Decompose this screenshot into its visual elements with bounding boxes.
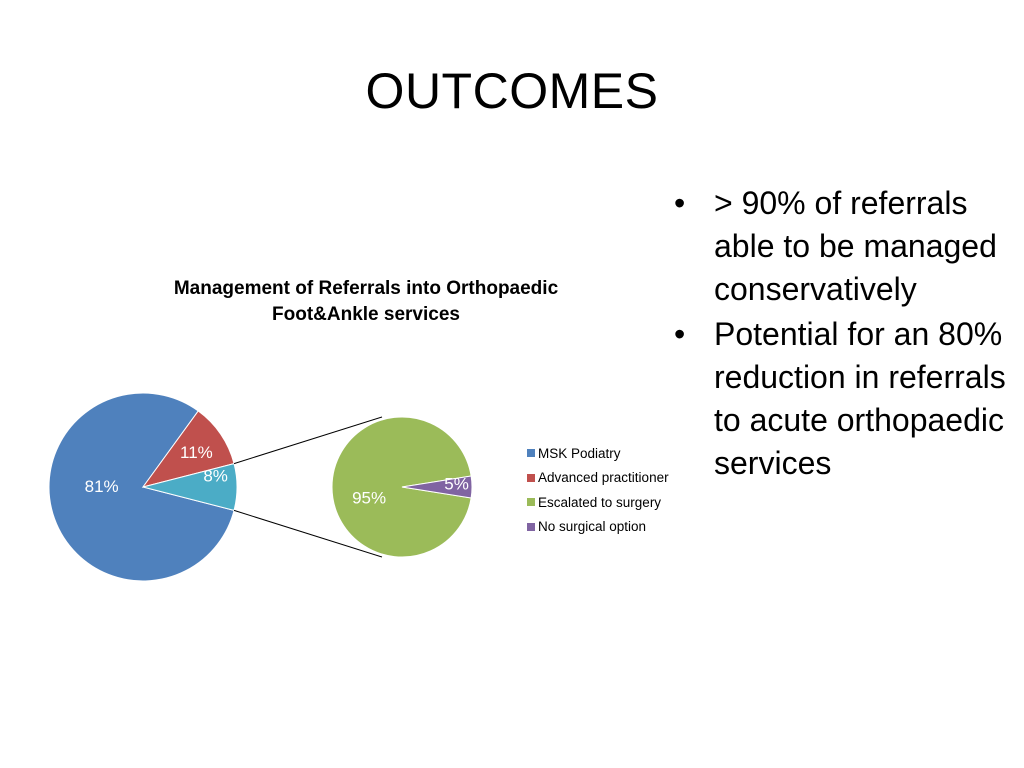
legend-swatch [527, 498, 535, 507]
bullet-item: • Potential for an 80% reduction in refe… [668, 313, 1018, 485]
legend-label: Advanced practitioner [538, 470, 669, 486]
legend-swatch [527, 522, 535, 531]
legend-item: Advanced practitioner [527, 466, 669, 491]
slide-title: OUTCOMES [365, 63, 659, 119]
bullet-icon: • [674, 185, 686, 221]
legend-label: Escalated to surgery [538, 494, 662, 510]
connector-line [233, 416, 383, 465]
legend-label: No surgical option [538, 519, 647, 535]
connector-line [233, 509, 383, 558]
data-label: 95% [352, 488, 386, 507]
bullet-text: Potential for an 80% reduction in referr… [714, 316, 1006, 481]
legend-item: No surgical option [527, 515, 669, 540]
data-label: 8% [203, 466, 228, 485]
chart-legend: MSK Podiatry Advanced practitioner Escal… [527, 441, 669, 539]
pie-slice [48, 392, 235, 582]
legend-item: MSK Podiatry [527, 441, 669, 466]
pie-slice [141, 410, 235, 488]
chart-title: Management of Referrals into Orthopaedic… [173, 278, 559, 325]
data-label: 5% [444, 475, 469, 494]
data-label: 11% [180, 443, 213, 462]
bullet-list: • > 90% of referrals able to be managed … [668, 182, 1018, 487]
legend-item: Escalated to surgery [527, 490, 669, 515]
pie-slice [401, 475, 473, 499]
pie-slice [142, 463, 238, 511]
data-label: 81% [85, 477, 119, 496]
bullet-item: • > 90% of referrals able to be managed … [668, 182, 1018, 311]
legend-swatch [527, 449, 535, 458]
legend-label: MSK Podiatry [538, 445, 621, 461]
bullet-text: > 90% of referrals able to be managed co… [714, 185, 997, 307]
legend-swatch [527, 473, 535, 482]
bullet-icon: • [674, 316, 686, 352]
pie-slice [331, 416, 472, 558]
